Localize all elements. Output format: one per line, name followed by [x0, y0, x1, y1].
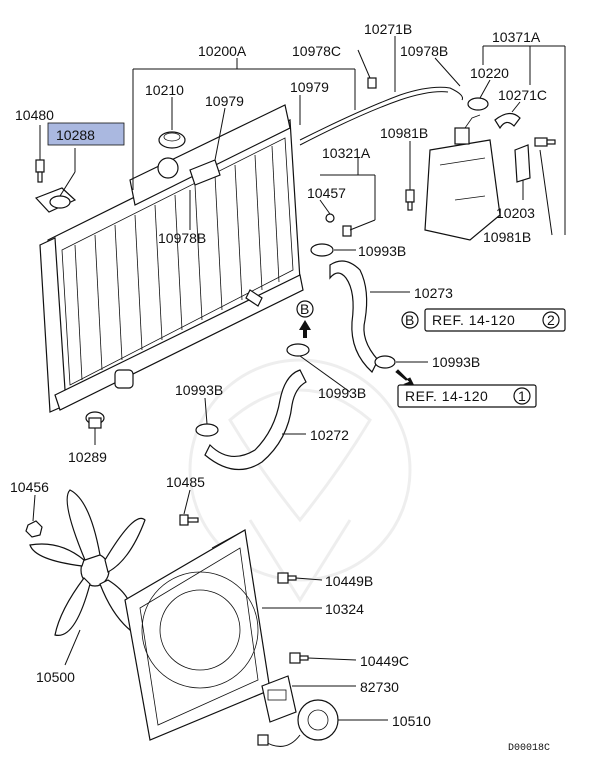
upper-radiator-hose[interactable] [329, 260, 379, 373]
ref2-num: 2 [547, 312, 555, 328]
reserve-tank[interactable] [424, 114, 501, 241]
hose-clamp-upper-2[interactable] [374, 355, 396, 369]
hose-clamp-lower-1[interactable] [286, 343, 310, 357]
bolt-10981B-tank[interactable] [405, 189, 415, 211]
label-10979-b[interactable]: 10979 [290, 79, 329, 95]
label-10220[interactable]: 10220 [470, 65, 509, 81]
part-labels: 10200A 10210 10979 10979 10978C 10271B 1… [10, 21, 547, 729]
ref-arrow-up-B-label: B [300, 301, 309, 317]
bolt-10981B-bracket[interactable] [534, 137, 556, 147]
label-10324[interactable]: 10324 [325, 601, 364, 617]
hose-clip-10978C[interactable] [367, 77, 377, 89]
label-10978C[interactable]: 10978C [292, 43, 341, 59]
label-10993B-left[interactable]: 10993B [175, 382, 223, 398]
label-10271B[interactable]: 10271B [364, 21, 412, 37]
label-10288[interactable]: 10288 [56, 127, 95, 143]
label-10480[interactable]: 10480 [15, 107, 54, 123]
label-82730[interactable]: 82730 [360, 679, 399, 695]
ref-14-120-2[interactable]: B REF. 14-120 2 [401, 308, 566, 332]
fan-shroud[interactable] [124, 529, 271, 741]
label-10271C[interactable]: 10271C [498, 87, 547, 103]
label-10289[interactable]: 10289 [68, 449, 107, 465]
label-10200A[interactable]: 10200A [198, 43, 247, 59]
label-10210[interactable]: 10210 [145, 82, 184, 98]
reserve-tank-bracket[interactable] [514, 144, 531, 183]
label-10978B-top[interactable]: 10978B [400, 43, 448, 59]
label-10321A[interactable]: 10321A [322, 145, 371, 161]
leader-lines [32, 36, 566, 721]
cooling-fan-blade[interactable] [29, 489, 146, 636]
radiator-assembly[interactable] [39, 104, 304, 413]
label-10456[interactable]: 10456 [10, 479, 49, 495]
label-10981B-top[interactable]: 10981B [380, 125, 428, 141]
bolt-10449C[interactable] [289, 652, 309, 664]
diagram-code: D00018C [508, 743, 550, 754]
label-10371A[interactable]: 10371A [492, 29, 541, 45]
label-10449B[interactable]: 10449B [325, 573, 373, 589]
label-10273[interactable]: 10273 [414, 285, 453, 301]
bolt-10449B[interactable] [277, 572, 297, 584]
label-10510[interactable]: 10510 [392, 713, 431, 729]
hose-clamp-lower-2[interactable] [195, 423, 219, 437]
part-10288-highlight [47, 122, 125, 146]
label-10979-a[interactable]: 10979 [205, 93, 244, 109]
radiator-cap[interactable] [158, 131, 186, 149]
label-10272[interactable]: 10272 [310, 427, 349, 443]
label-10485[interactable]: 10485 [166, 474, 205, 490]
ref-arrow-down [395, 369, 415, 387]
reserve-tank-hose[interactable] [494, 112, 521, 130]
ref-arrow-up-B: B [296, 300, 314, 338]
ref-14-120-1[interactable]: REF. 14-120 1 [397, 384, 537, 408]
label-10203[interactable]: 10203 [496, 205, 535, 221]
ref2-marker: B [405, 312, 414, 328]
hose-clamp-upper-1[interactable] [310, 243, 334, 257]
radiator-mount-bracket[interactable] [34, 187, 77, 213]
label-10500[interactable]: 10500 [36, 669, 75, 685]
bolt-10485[interactable] [179, 514, 199, 526]
fan-nut[interactable] [25, 520, 43, 538]
ref2-text: REF. 14-120 [432, 312, 515, 328]
label-10993B-right[interactable]: 10993B [432, 354, 480, 370]
label-10981B-right[interactable]: 10981B [483, 229, 531, 245]
label-10993B-middle[interactable]: 10993B [318, 385, 366, 401]
radiator-lower-mount[interactable] [85, 411, 105, 429]
label-10457[interactable]: 10457 [307, 185, 346, 201]
drain-plug[interactable] [325, 213, 352, 237]
lower-radiator-hose[interactable] [204, 369, 307, 471]
ref1-text: REF. 14-120 [405, 388, 488, 404]
ref1-num: 1 [518, 388, 526, 404]
overflow-hose[interactable] [299, 86, 463, 141]
bolt-10480[interactable] [35, 159, 45, 183]
label-10449C[interactable]: 10449C [360, 653, 409, 669]
label-10993B-upper[interactable]: 10993B [358, 243, 406, 259]
reserve-tank-cap[interactable] [467, 97, 489, 111]
fan-resistor[interactable] [261, 675, 297, 723]
label-10978B-left[interactable]: 10978B [158, 230, 206, 246]
